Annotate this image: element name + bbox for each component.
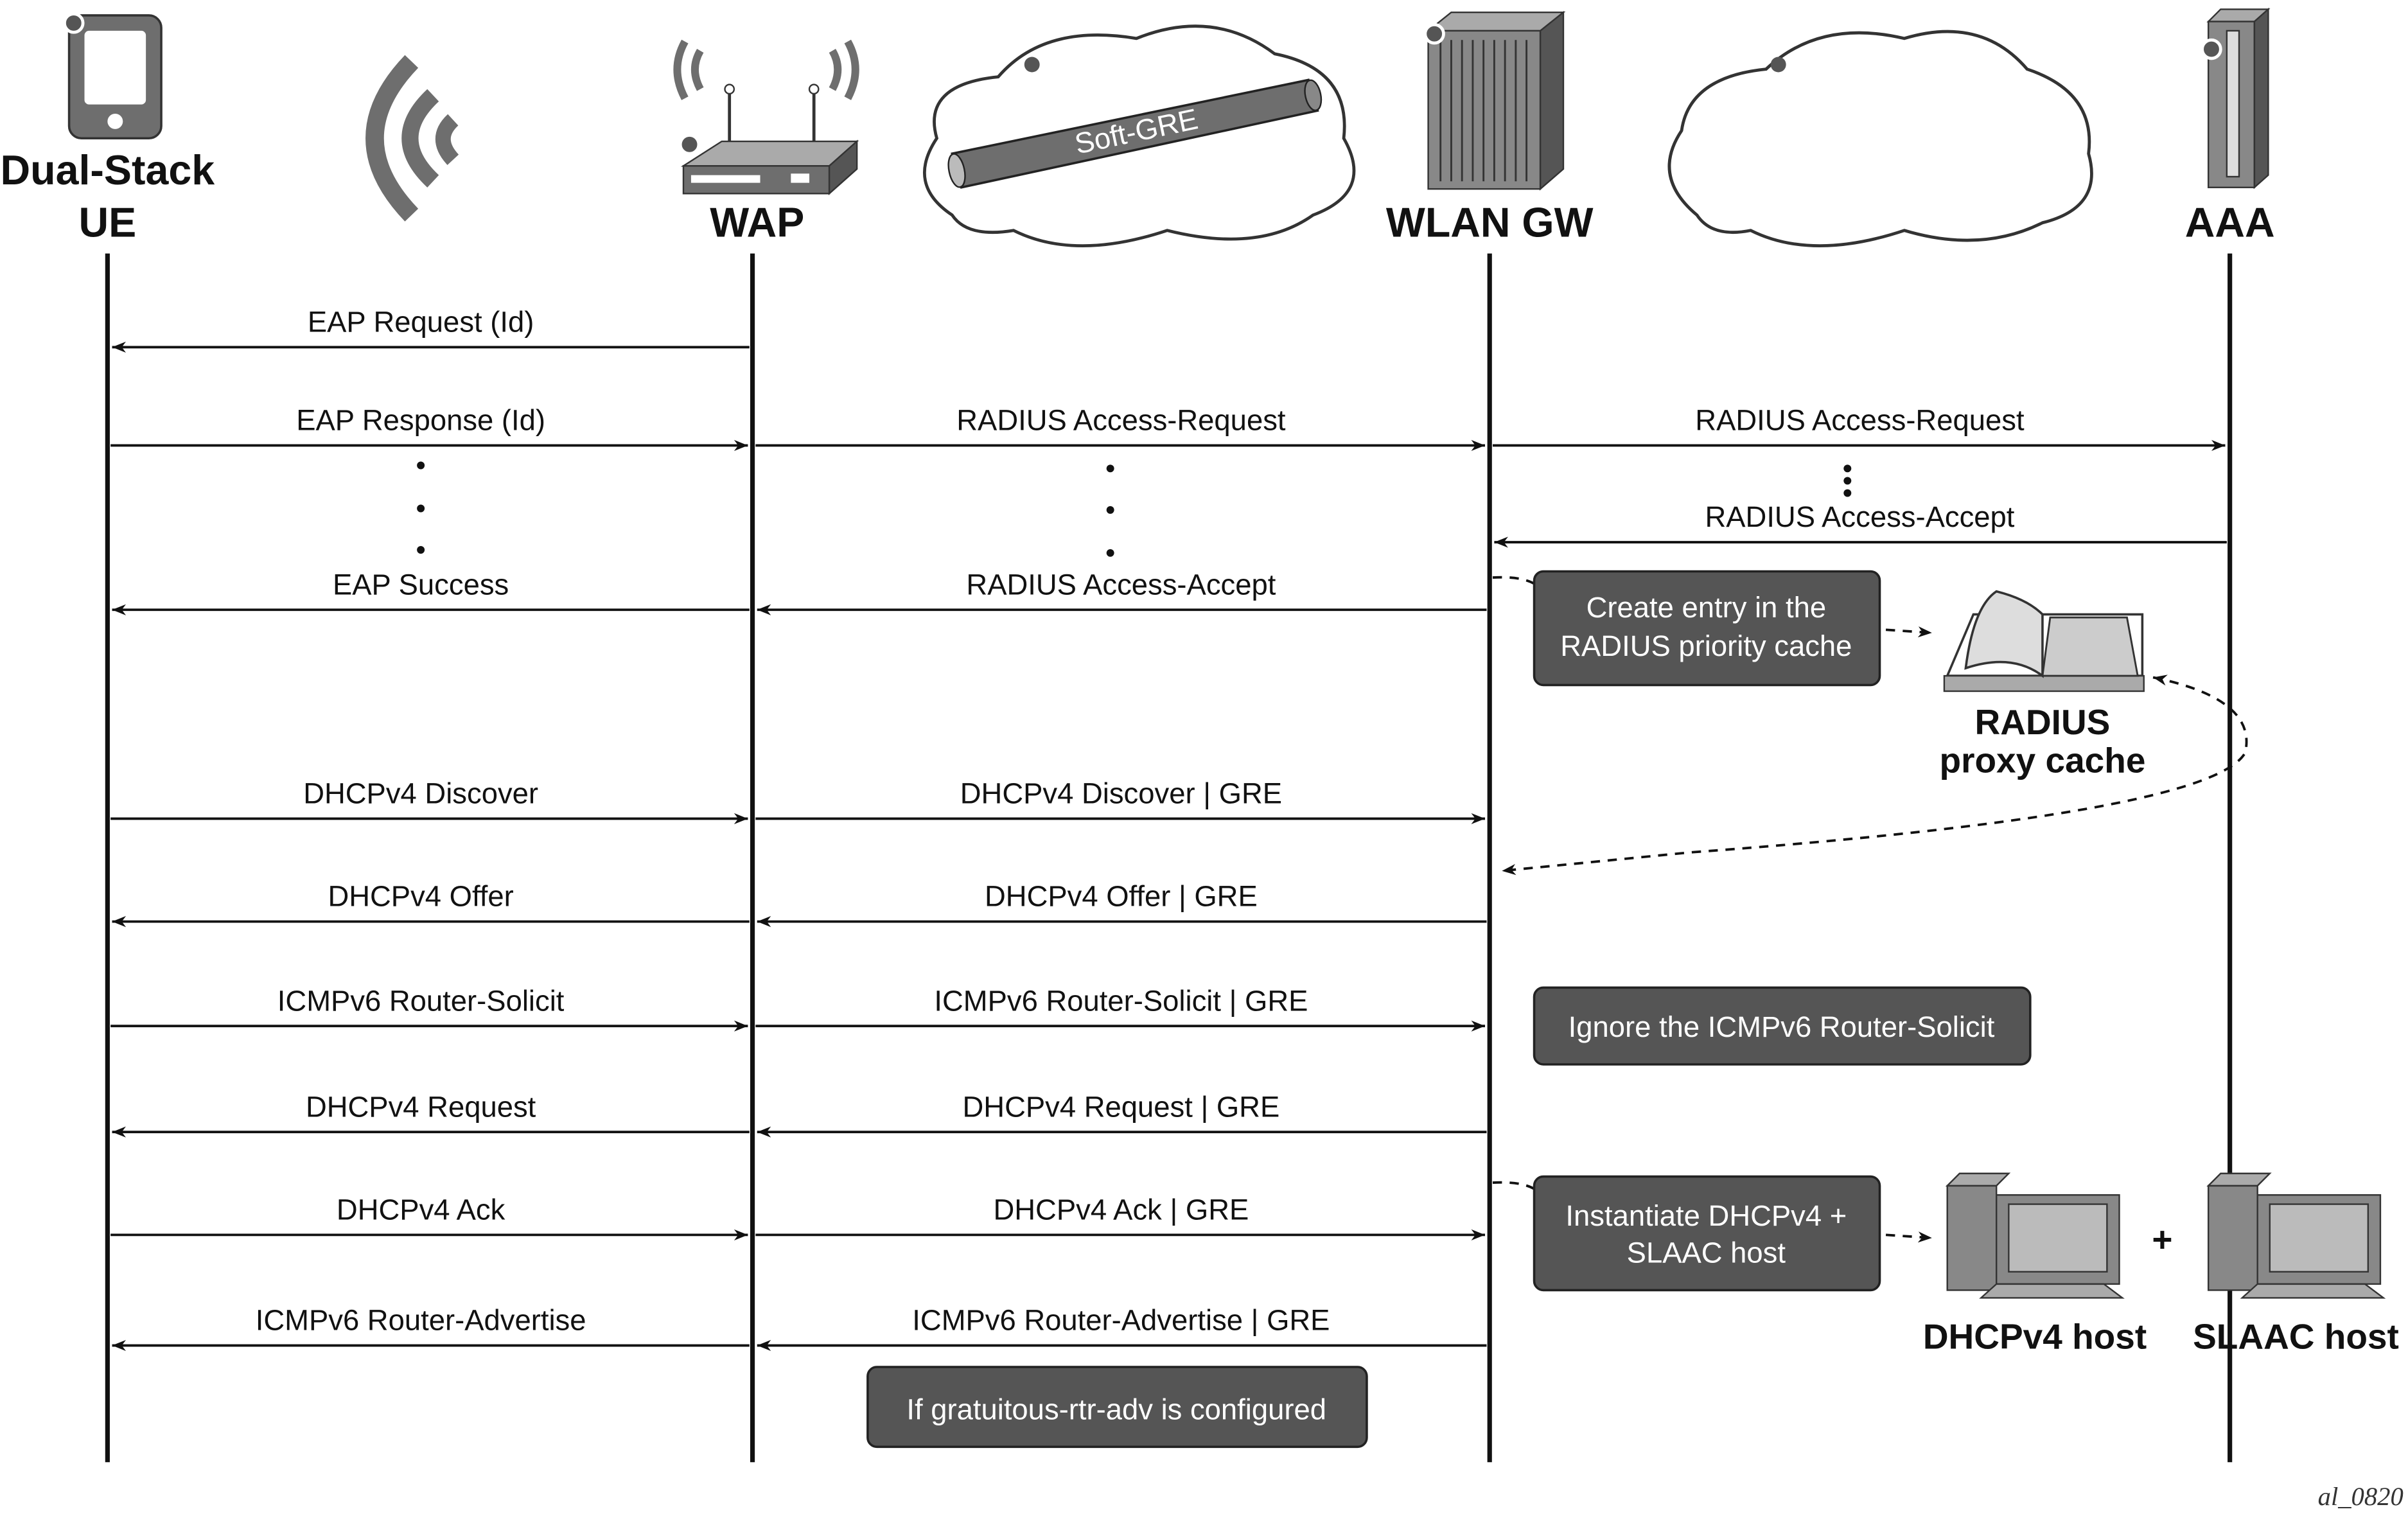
server-rack-icon	[1423, 10, 1566, 191]
desktop-computer-icon	[1945, 1172, 2125, 1299]
message-arrow: RADIUS Access-Accept	[757, 568, 1487, 615]
message-label: ICMPv6 Router-Solicit | GRE	[934, 984, 1308, 1017]
server-tower-icon	[2201, 7, 2271, 190]
note-gratuitous-rtr-adv	[866, 1366, 1368, 1449]
cache-label-line2: proxy cache	[1939, 741, 2145, 780]
message-arrow: EAP Success	[112, 568, 750, 615]
plus-sign: +	[2152, 1220, 2172, 1260]
wlan-gw-label: WLAN GW	[1386, 199, 1594, 245]
dhcpv4-host-label: DHCPv4 host	[1923, 1316, 2147, 1356]
message-label: DHCPv4 Ack | GRE	[993, 1193, 1249, 1226]
wireless-signal-icon	[365, 55, 459, 222]
message-arrow: RADIUS Access-Accept	[1494, 500, 2227, 548]
continuation-dots	[417, 461, 1852, 557]
message-label: RADIUS Access-Request	[956, 404, 1286, 437]
note-instantiate-line2: SLAAC host	[1627, 1236, 1786, 1269]
open-book-icon	[1943, 590, 2145, 692]
dashed-arrow-to-hosts	[1885, 1231, 1932, 1243]
wireless-router-icon	[673, 39, 859, 195]
message-label: RADIUS Access-Accept	[1705, 500, 2014, 533]
ue-label-line2: UE	[79, 199, 137, 245]
message-arrow: DHCPv4 Request | GRE	[757, 1090, 1487, 1138]
dashed-connector	[1492, 576, 1535, 585]
mobile-phone-icon	[63, 12, 163, 140]
message-label: ICMPv6 Router-Advertise | GRE	[912, 1304, 1330, 1337]
message-arrow: EAP Request (Id)	[112, 306, 750, 353]
message-arrow: DHCPv4 Offer	[112, 880, 750, 928]
note-ignore-router-solicit	[1533, 986, 2032, 1066]
figure-id: al_0820	[2318, 1482, 2404, 1511]
note-cache-entry-line1: Create entry in the	[1586, 591, 1827, 624]
message-label: DHCPv4 Ack	[337, 1193, 505, 1226]
message-arrow: ICMPv6 Router-Solicit	[110, 984, 748, 1032]
wap-label: WAP	[710, 199, 804, 245]
message-label: DHCPv4 Discover	[303, 777, 538, 810]
note-cache-entry	[1533, 570, 1881, 687]
ue-label-line1: Dual-Stack	[1, 147, 215, 193]
message-label: DHCPv4 Offer	[328, 880, 513, 913]
message-arrow: DHCPv4 Request	[112, 1090, 750, 1138]
note-instantiate-host	[1533, 1175, 1881, 1292]
message-label: ICMPv6 Router-Solicit	[277, 984, 565, 1017]
message-arrow: DHCPv4 Discover	[110, 777, 748, 825]
message-arrow: DHCPv4 Discover | GRE	[755, 777, 1486, 825]
aaa-label: AAA	[2185, 199, 2275, 245]
message-label: EAP Response (Id)	[296, 404, 545, 437]
message-label: DHCPv4 Request	[306, 1090, 536, 1123]
message-label: DHCPv4 Offer | GRE	[985, 880, 1258, 913]
message-label: EAP Success	[333, 568, 509, 601]
message-arrow: RADIUS Access-Request	[755, 404, 1486, 452]
message-label: DHCPv4 Discover | GRE	[960, 777, 1282, 810]
message-arrow: ICMPv6 Router-Advertise	[112, 1304, 750, 1352]
dashed-connector	[1492, 1181, 1535, 1190]
message-arrow: DHCPv4 Offer | GRE	[757, 880, 1487, 928]
message-label: RADIUS Access-Accept	[966, 568, 1276, 601]
message-label: RADIUS Access-Request	[1695, 404, 2025, 437]
message-arrow: DHCPv4 Ack	[110, 1193, 748, 1240]
slaac-host-label: SLAAC host	[2193, 1316, 2399, 1356]
message-arrow: DHCPv4 Ack | GRE	[755, 1193, 1486, 1240]
message-arrow: ICMPv6 Router-Advertise | GRE	[757, 1304, 1487, 1352]
message-label: ICMPv6 Router-Advertise	[256, 1304, 586, 1337]
message-arrow: ICMPv6 Router-Solicit | GRE	[755, 984, 1486, 1032]
message-arrow: EAP Response (Id)	[110, 404, 748, 452]
cache-label-line1: RADIUS	[1975, 702, 2111, 742]
message-label: EAP Request (Id)	[308, 306, 534, 339]
note-ignore-router-solicit-text: Ignore the ICMPv6 Router-Solicit	[1569, 1010, 1995, 1043]
dashed-arrow-to-cache	[1885, 626, 1932, 638]
note-cache-entry-line2: RADIUS priority cache	[1560, 630, 1852, 662]
note-instantiate-line1: Instantiate DHCPv4 +	[1565, 1199, 1847, 1232]
message-label: DHCPv4 Request | GRE	[962, 1090, 1279, 1123]
desktop-computer-icon	[2206, 1172, 2386, 1299]
cloud-network-icon	[1667, 30, 2093, 248]
note-gratuitous-text: If gratuitous-rtr-adv is configured	[906, 1393, 1326, 1425]
message-arrow: RADIUS Access-Request	[1492, 404, 2226, 452]
